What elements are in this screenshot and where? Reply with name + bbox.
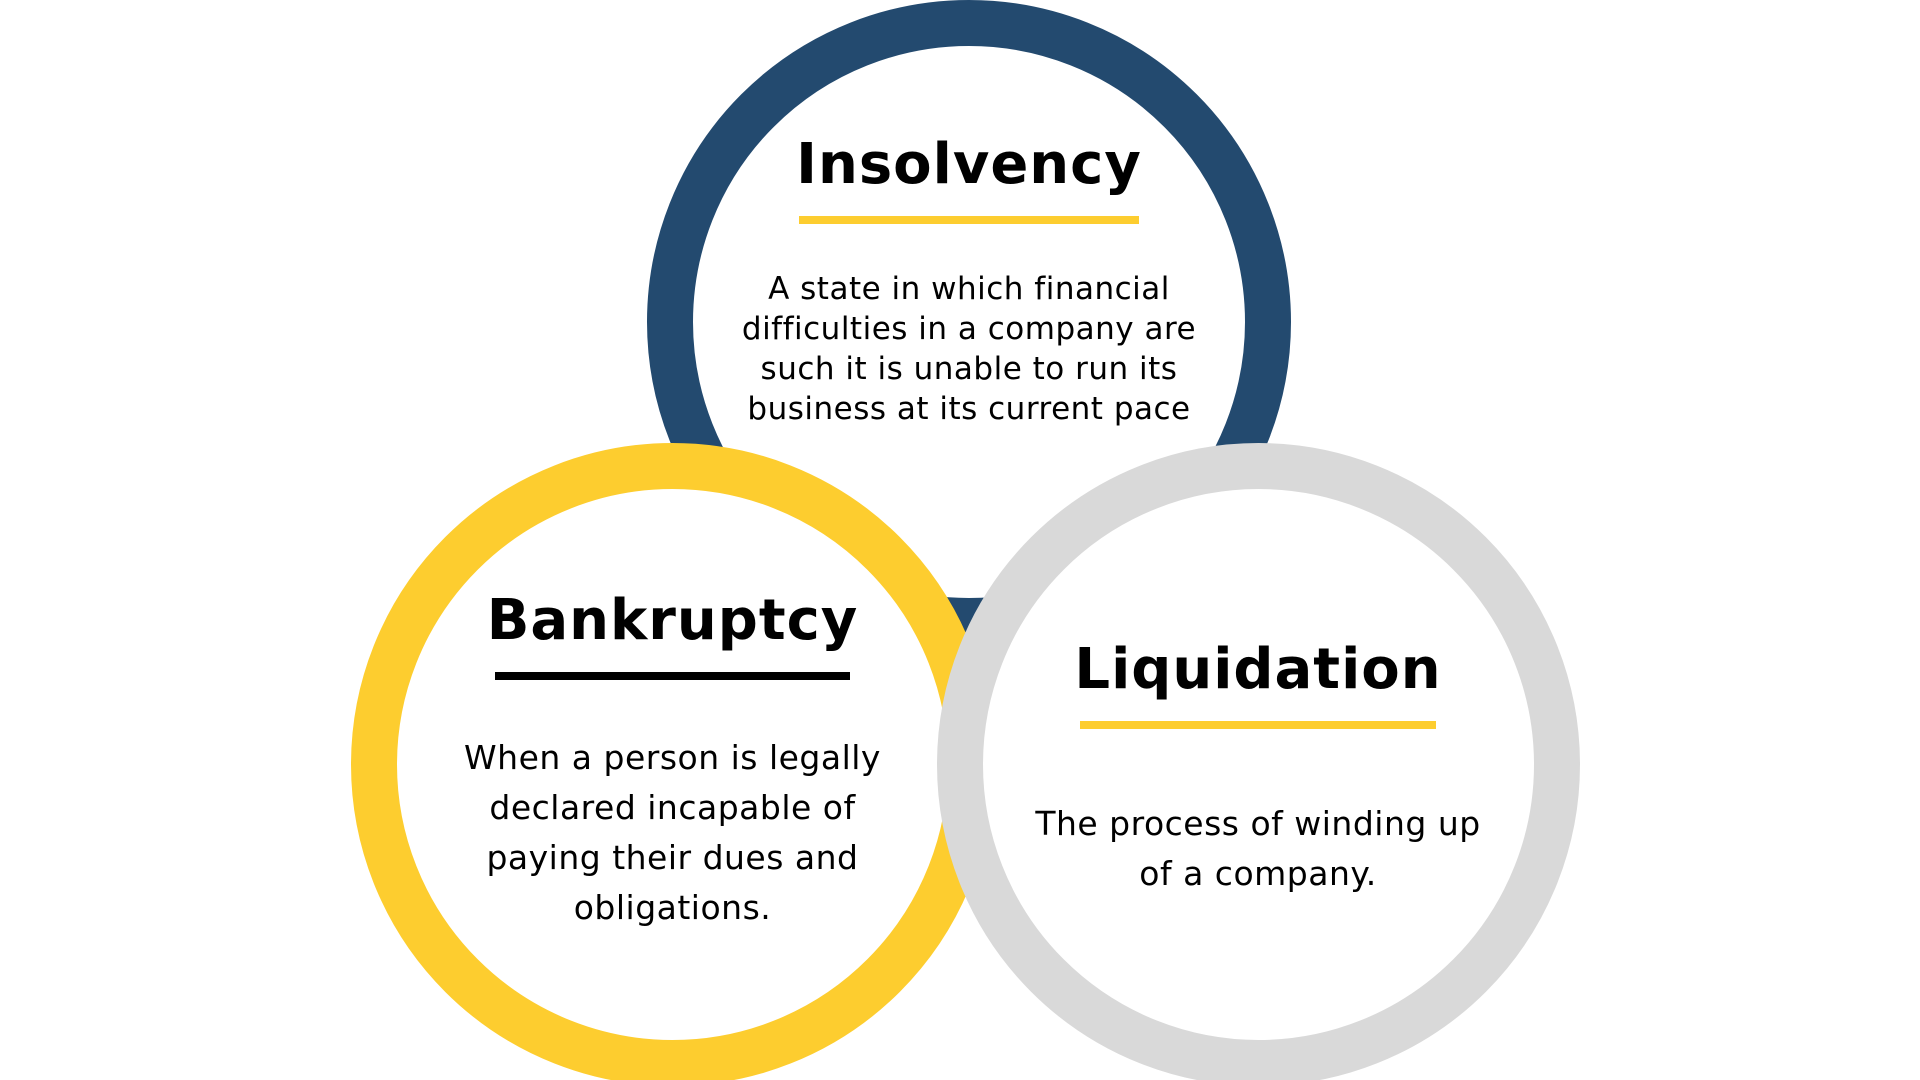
liquidation-underline <box>1080 721 1436 729</box>
bankruptcy-description: When a person is legally declared incapa… <box>464 738 881 927</box>
insolvency-title: Insolvency <box>796 132 1142 197</box>
bankruptcy-underline <box>495 672 850 680</box>
bankruptcy-content: Bankruptcy When a person is legally decl… <box>440 588 905 933</box>
liquidation-title: Liquidation <box>1074 637 1442 702</box>
insolvency-content: Insolvency A state in which financial di… <box>730 132 1208 429</box>
insolvency-description: A state in which financial difficulties … <box>741 271 1197 427</box>
liquidation-description: The process of winding up of a company. <box>1035 804 1481 893</box>
insolvency-underline <box>799 216 1139 224</box>
bankruptcy-title: Bankruptcy <box>486 588 859 653</box>
liquidation-content: Liquidation The process of winding up of… <box>1030 637 1486 899</box>
